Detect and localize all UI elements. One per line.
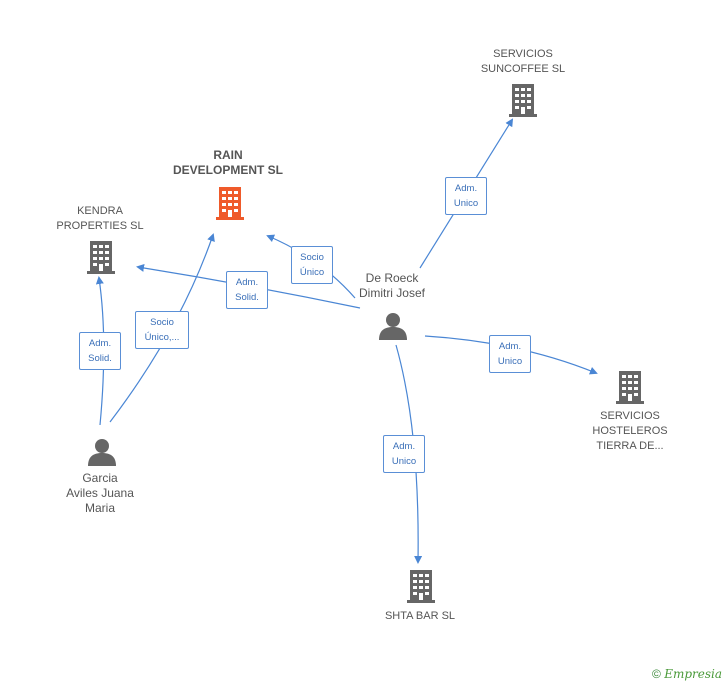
edge-label-hosteleros[interactable]: Adm. Unico (489, 335, 531, 373)
building-icon[interactable] (616, 371, 644, 404)
copyright-icon: © (652, 667, 661, 681)
edge-label-rain[interactable]: Socio Único (291, 246, 333, 284)
building-icon[interactable] (407, 570, 435, 603)
node-label-kendra[interactable]: KENDRA PROPERTIES SL (56, 205, 144, 232)
node-label-suncoffee[interactable]: SERVICIOS SUNCOFFEE SL (480, 48, 566, 75)
person-icon[interactable] (88, 439, 116, 466)
brand-logo: Empresia (664, 667, 722, 681)
node-label-garcia[interactable]: Garcia Aviles Juana Maria (66, 471, 134, 515)
edge-label-kendra[interactable]: Adm. Solid. (226, 271, 268, 309)
edge-label-shta[interactable]: Adm. Unico (383, 435, 425, 473)
building-icon[interactable] (216, 187, 244, 220)
node-label-shta[interactable]: SHTA BAR SL (384, 610, 456, 622)
person-icon[interactable] (379, 313, 407, 340)
node-label-rain[interactable]: RAIN DEVELOPMENT SL (172, 148, 283, 177)
node-label-deroeck[interactable]: De Roeck Dimitri Josef (358, 271, 425, 300)
edge-label-suncoffee[interactable]: Adm. Unico (445, 177, 487, 215)
building-icon[interactable] (509, 84, 537, 117)
building-icon[interactable] (87, 241, 115, 274)
edge-label-garcia-rain[interactable]: Socio Único,... (135, 311, 189, 349)
node-label-hosteleros[interactable]: SERVICIOS HOSTELEROS TIERRA DE... (592, 410, 668, 452)
footer-brand[interactable]: © Empresia (652, 667, 722, 681)
edge-label-garcia-kendra[interactable]: Adm. Solid. (79, 332, 121, 370)
